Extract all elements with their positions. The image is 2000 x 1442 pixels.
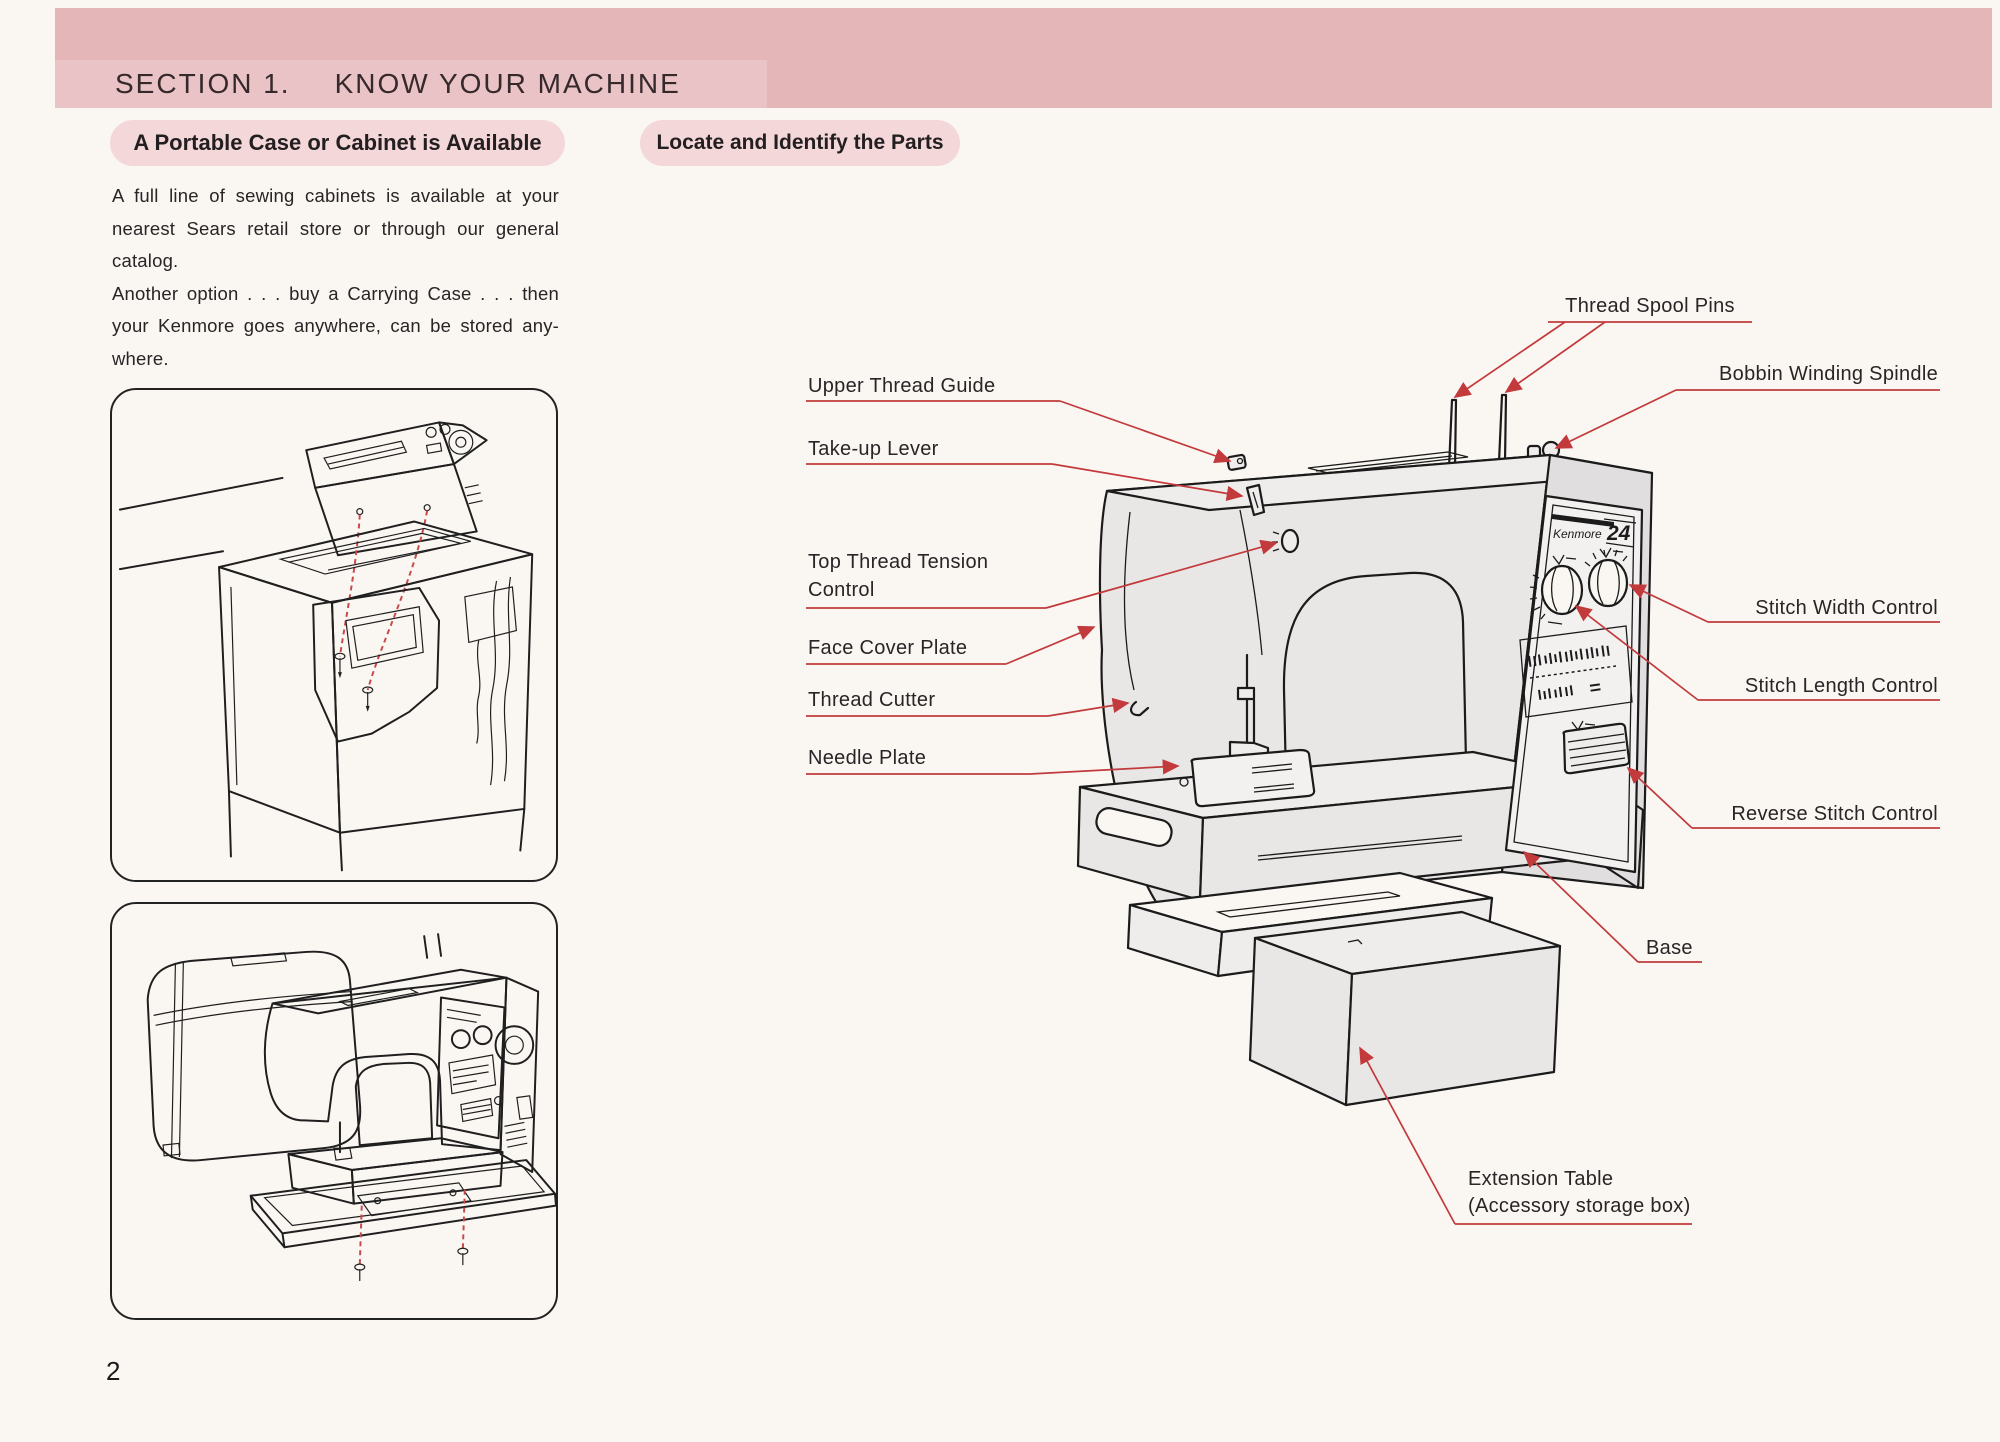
left-heading-text: A Portable Case or Cabinet is Available	[133, 130, 542, 155]
carrying-case-illustration	[146, 933, 556, 1281]
paragraph-line: where.	[112, 347, 169, 369]
case-base-plate-drawing	[249, 1159, 556, 1249]
stitch-pattern-chart	[1519, 625, 1633, 718]
intro-paragraph: A full line of sewing cabinets is availa…	[112, 180, 559, 375]
needle-plate-part	[1179, 748, 1316, 808]
parts-diagram: Kenmore 24	[806, 295, 1940, 1225]
mounting-screw	[354, 1263, 366, 1281]
thread-spool-pin	[1447, 398, 1458, 470]
control-panel: Kenmore 24	[1504, 494, 1644, 874]
label-top-thread-tension-1: Top Thread Tension	[808, 551, 988, 573]
section-title: SECTION 1. KNOW YOUR MACHINE	[115, 60, 681, 108]
stitch-length-knob	[1529, 564, 1584, 625]
stitch-width-knob	[1584, 549, 1629, 608]
thread-cutter-part	[1130, 700, 1150, 717]
cabinet-illustration-box	[110, 388, 558, 882]
carrying-case-illustration-box	[110, 902, 558, 1320]
portable-machine-drawing	[263, 933, 540, 1205]
cabinet-illustration	[118, 421, 534, 872]
thread-spool-pin	[1497, 393, 1508, 464]
header-band-strip	[55, 60, 767, 108]
label-stitch-width-control: Stitch Width Control	[1755, 597, 1938, 619]
paragraph-line: Another option . . . buy a Carrying Case…	[112, 282, 559, 304]
machine-head-drawing	[305, 421, 488, 557]
paragraph-line: nearest Sears retail store or through ou…	[112, 217, 559, 239]
extension-table-drawing	[1248, 910, 1562, 1107]
label-extension-table-1: Extension Table	[1468, 1168, 1613, 1190]
paragraph-line: catalog.	[112, 250, 179, 271]
machine-model: 24	[1606, 522, 1631, 545]
label-reverse-stitch-control: Reverse Stitch Control	[1731, 803, 1938, 825]
section-name: KNOW YOUR MACHINE	[334, 68, 681, 99]
label-needle-plate: Needle Plate	[808, 747, 926, 769]
reverse-stitch-button	[1562, 720, 1631, 775]
page-number: 2	[106, 1356, 121, 1386]
label-top-thread-tension-2: Control	[808, 579, 875, 601]
header-band: SECTION 1. KNOW YOUR MACHINE	[55, 8, 1992, 108]
label-stitch-length-control: Stitch Length Control	[1745, 675, 1938, 697]
upper-thread-guide-part	[1226, 453, 1247, 471]
label-thread-cutter: Thread Cutter	[808, 689, 935, 711]
label-take-up-lever: Take-up Lever	[808, 438, 939, 460]
left-heading-pill: A Portable Case or Cabinet is Available	[110, 120, 565, 166]
sewing-machine-drawing: Kenmore 24	[1076, 393, 1654, 910]
mounting-screw	[334, 652, 346, 679]
mounting-screw	[362, 686, 374, 712]
label-base: Base	[1646, 937, 1693, 959]
section-number: SECTION 1.	[115, 68, 291, 99]
machine-brand: Kenmore	[1553, 527, 1602, 541]
label-face-cover-plate: Face Cover Plate	[808, 637, 967, 659]
mounting-screw	[457, 1247, 469, 1266]
paragraph-line: A full line of sewing cabinets is availa…	[112, 185, 559, 206]
label-extension-table-2: (Accessory storage box)	[1468, 1195, 1691, 1217]
carrying-case-drawing	[146, 950, 362, 1162]
label-thread-spool-pins: Thread Spool Pins	[1565, 295, 1735, 317]
right-heading-text: Locate and Identify the Parts	[656, 131, 944, 154]
label-upper-thread-guide: Upper Thread Guide	[808, 375, 995, 397]
cabinet-drawing	[218, 520, 534, 872]
right-heading-pill: Locate and Identify the Parts	[640, 120, 960, 166]
label-bobbin-winding-spindle: Bobbin Winding Spindle	[1719, 363, 1938, 385]
paragraph-line: your Kenmore goes anywhere, can be store…	[112, 315, 559, 336]
